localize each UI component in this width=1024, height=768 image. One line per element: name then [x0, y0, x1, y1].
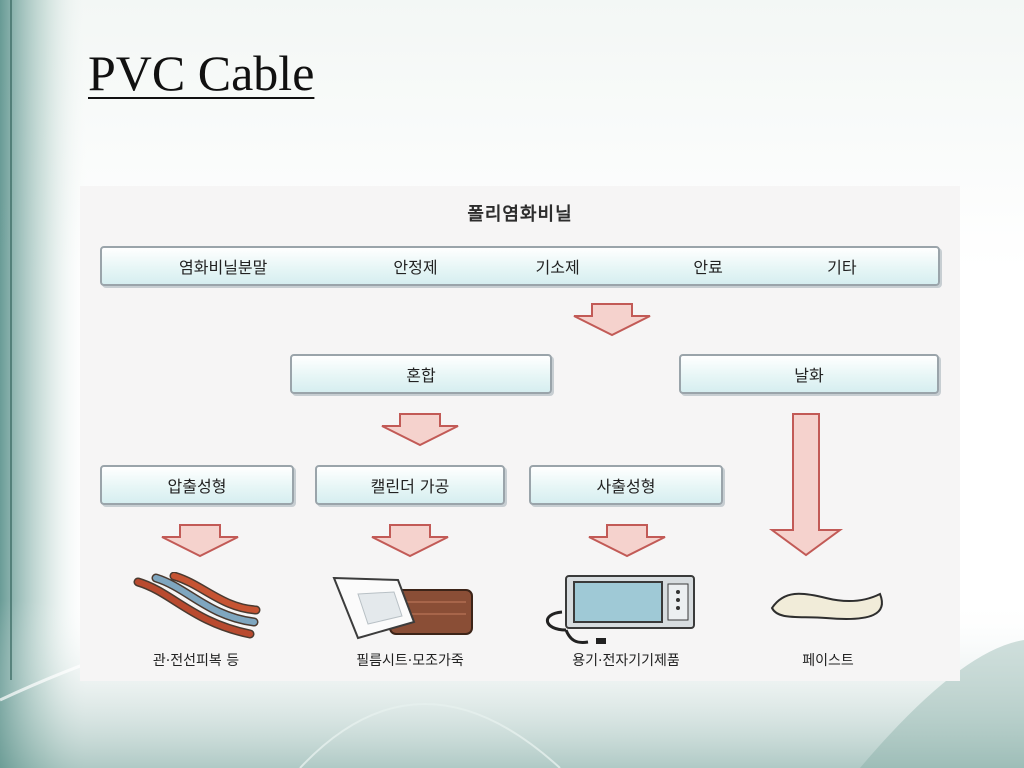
ingredient-other: 기타 [827, 258, 857, 277]
microwave-container-icon [546, 575, 695, 644]
ingredient-pvc-powder: 염화비닐분말 [179, 258, 268, 277]
ingredient-plasticizer: 기소제 [535, 258, 580, 277]
arrow-down-icon [588, 524, 666, 558]
arrow-down-icon [161, 524, 239, 558]
product-label-film: 필름시트·모조가죽 [356, 653, 464, 669]
arrow-down-icon [573, 303, 651, 337]
pvc-process-diagram: 폴리염화비닐 염화비닐분말 안정제 기소제 안료 기타 혼합 날화 압출성형 캘… [80, 186, 960, 681]
ingredient-stabilizer: 안정제 [393, 258, 438, 277]
ingredient-pigment: 안료 [693, 258, 723, 277]
process-calendering-box: 캘린더 가공 [315, 465, 505, 505]
film-sheet-leather-icon [332, 576, 473, 640]
diagram-title: 폴리염화비닐 [467, 204, 573, 225]
product-label-pipes: 관·전선피복 등 [152, 653, 240, 669]
ingredients-box: 염화비닐분말 안정제 기소제 안료 기타 [100, 246, 940, 286]
long-arrow-down-icon [768, 413, 844, 557]
process-injection-box: 사출성형 [529, 465, 723, 505]
product-label-paste: 페이스트 [802, 653, 854, 669]
arrow-down-icon [371, 524, 449, 558]
sol-box: 날화 [679, 354, 939, 394]
slide-title: PVC Cable [88, 45, 315, 101]
arrow-down-icon [381, 413, 459, 447]
paste-icon [770, 592, 883, 620]
process-extrusion-box: 압출성형 [100, 465, 294, 505]
mixing-box: 혼합 [290, 354, 552, 394]
product-label-containers: 용기·전자기기제품 [572, 653, 680, 669]
pipes-cables-icon [133, 572, 261, 639]
